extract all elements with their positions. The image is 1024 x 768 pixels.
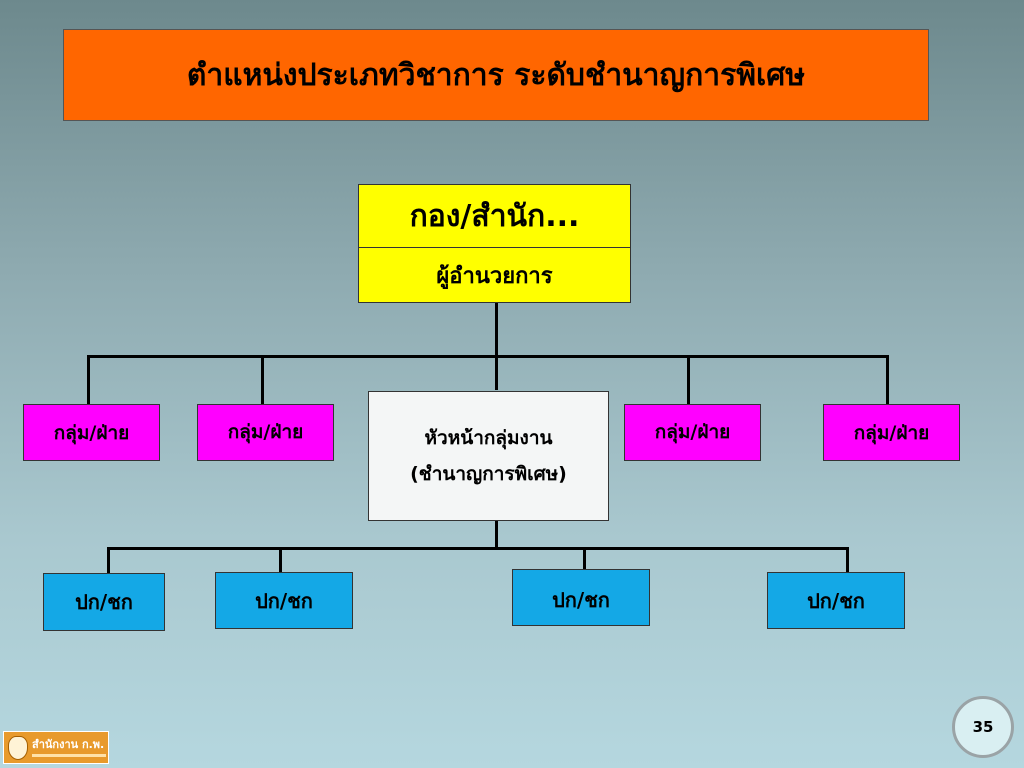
logo-subtitle-bar <box>32 754 106 757</box>
staff-box-1: ปก/ชก <box>43 573 165 631</box>
staff-label: ปก/ชก <box>807 588 865 613</box>
connector-staff-drop-4 <box>846 547 849 573</box>
connector-top-horizontal <box>87 355 889 358</box>
connector-drop-5 <box>886 355 889 405</box>
page-number: 35 <box>972 718 994 736</box>
top-position-box: ผู้อำนวยการ <box>358 247 631 303</box>
ocsc-emblem-icon <box>8 735 28 760</box>
connector-drop-2 <box>261 355 264 405</box>
connector-staff-drop-1 <box>107 547 110 574</box>
staff-label: ปก/ชก <box>552 588 610 612</box>
staff-box-2: ปก/ชก <box>215 572 353 629</box>
page-number-badge: 35 <box>952 696 1014 758</box>
group-box-3: กลุ่ม/ฝ่าย <box>624 404 761 461</box>
group-label: กลุ่ม/ฝ่าย <box>227 421 304 443</box>
connector-staff-drop-2 <box>279 547 282 573</box>
staff-box-3: ปก/ชก <box>512 569 650 626</box>
top-unit-box: กอง/สำนัก... <box>358 184 631 248</box>
connector-staff-drop-3 <box>583 547 586 570</box>
connector-bottom-horizontal <box>107 547 849 550</box>
connector-drop-1 <box>87 355 90 405</box>
connector-drop-4 <box>687 355 690 405</box>
staff-box-4: ปก/ชก <box>767 572 905 629</box>
logo-text: สำนักงาน ก.พ. <box>32 738 105 751</box>
connector-center-vertical <box>495 519 498 549</box>
group-box-4: กลุ่ม/ฝ่าย <box>823 404 960 461</box>
staff-label: ปก/ชก <box>75 590 133 614</box>
center-head-box: หัวหน้ากลุ่มงาน (ชำนาญการพิเศษ) <box>368 391 609 521</box>
group-label: กลุ่ม/ฝ่าย <box>53 421 130 444</box>
top-position-label: ผู้อำนวยการ <box>436 263 553 289</box>
group-box-1: กลุ่ม/ฝ่าย <box>23 404 160 461</box>
group-label: กลุ่ม/ฝ่าย <box>853 421 930 444</box>
top-unit-label: กอง/สำนัก... <box>409 198 580 234</box>
slide-title: ตำแหน่งประเภทวิชาการ ระดับชำนาญการพิเศษ <box>63 29 929 121</box>
center-head-level: (ชำนาญการพิเศษ) <box>410 463 567 485</box>
ocsc-logo: สำนักงาน ก.พ. <box>3 731 109 764</box>
group-box-2: กลุ่ม/ฝ่าย <box>197 404 334 461</box>
group-label: กลุ่ม/ฝ่าย <box>654 421 731 443</box>
logo-text-group: สำนักงาน ก.พ. <box>32 738 106 757</box>
connector-top-vertical <box>495 302 498 390</box>
staff-label: ปก/ชก <box>255 588 313 613</box>
center-head-title: หัวหน้ากลุ่มงาน <box>424 427 553 449</box>
